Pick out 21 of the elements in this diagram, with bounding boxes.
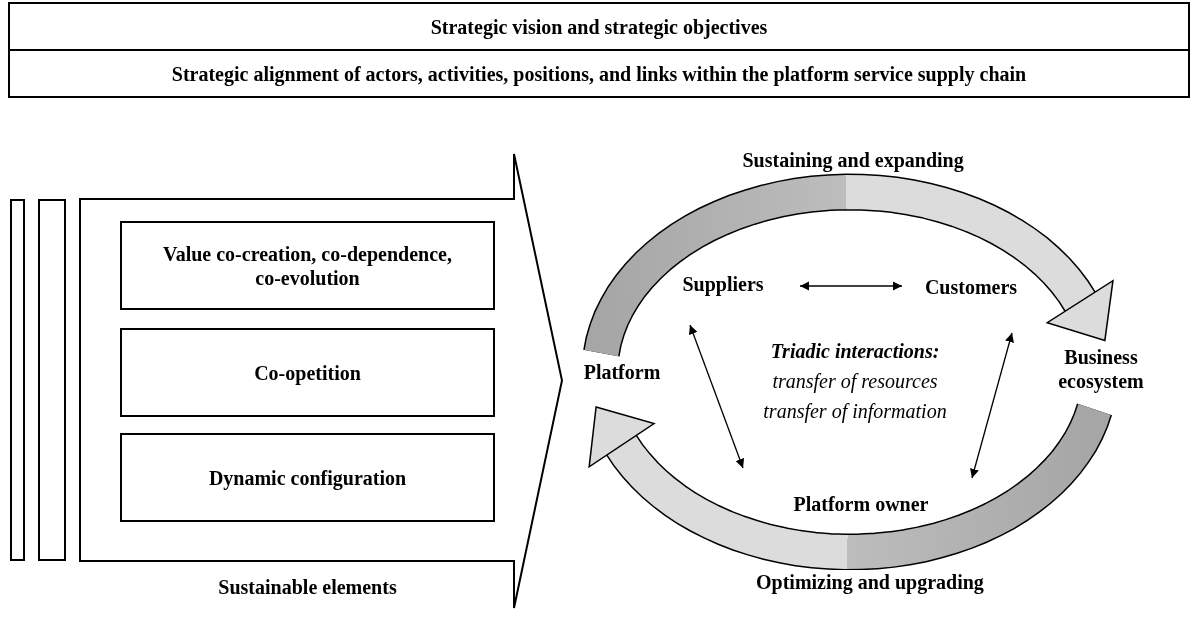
- text-box: Co-opetition: [120, 328, 495, 417]
- arrow: [688, 324, 745, 469]
- node-label: Platform owner: [770, 492, 952, 516]
- node-label: Customers: [910, 275, 1032, 299]
- node-label: Business ecosystem: [1046, 344, 1156, 394]
- arrow: [970, 332, 1014, 479]
- edge-label: Optimizing and upgrading: [756, 570, 984, 594]
- node-label: Suppliers: [668, 272, 778, 296]
- section-heading: Sustainable elements: [217, 575, 398, 599]
- note-text: transfer of resources transfer of information: [762, 369, 948, 425]
- tail-bar: [38, 199, 66, 561]
- arrow: [799, 281, 903, 291]
- header-box: Strategic vision and strategic objectives: [8, 2, 1190, 51]
- text-box: Dynamic configuration: [120, 433, 495, 522]
- tail-bar: [10, 199, 25, 561]
- curved-block-arrow: [588, 401, 1113, 571]
- node-label: Platform: [572, 360, 672, 384]
- header-box: Strategic alignment of actors, activities, positions, and links within the platform service supply chain: [8, 49, 1190, 98]
- note-heading: Triadic interactions:: [769, 339, 941, 364]
- text-box: Value co-creation, co-dependence, co-evolution: [120, 221, 495, 310]
- curved-block-arrow: [583, 173, 1114, 360]
